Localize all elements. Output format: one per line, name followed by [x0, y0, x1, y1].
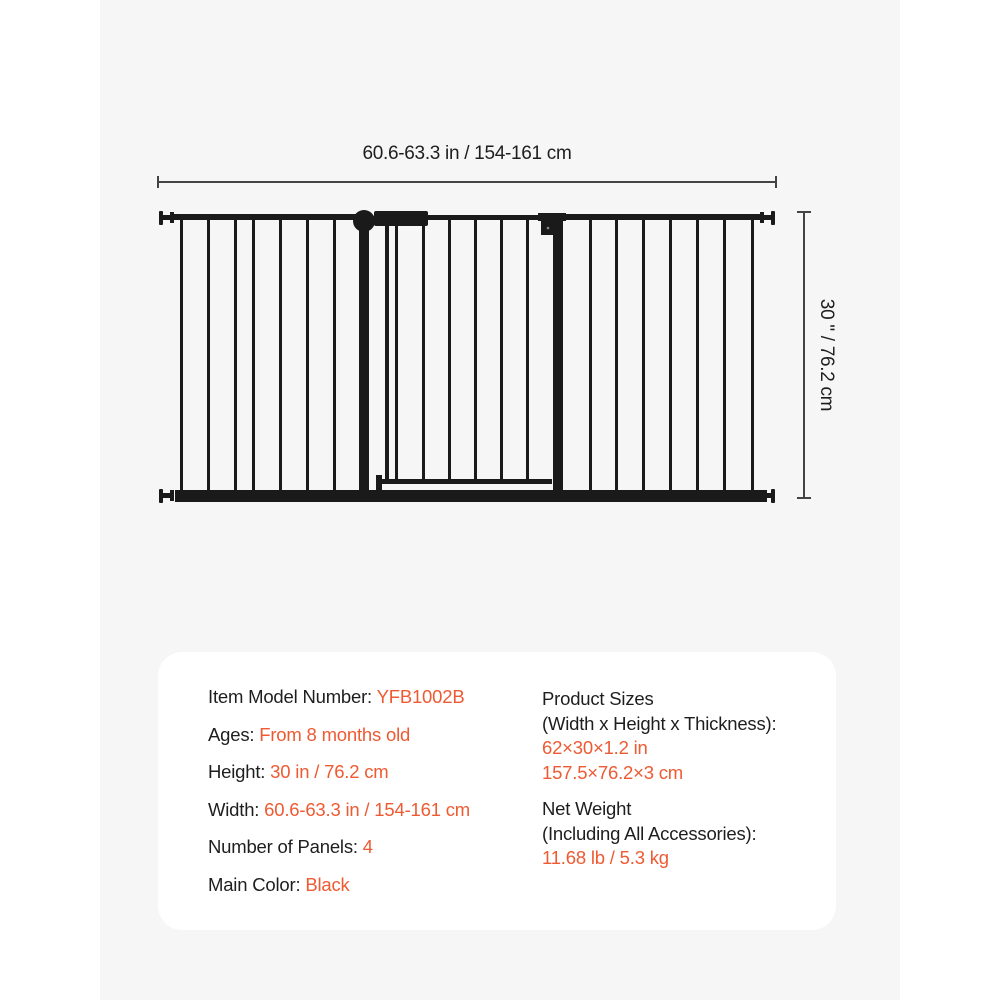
spec-subtitle: (Width x Height x Thickness):: [542, 712, 777, 734]
spec-label: Item Model Number:: [208, 686, 377, 707]
spec-list-right: Product Sizes (Width x Height x Thicknes…: [542, 687, 777, 883]
spec-title: Net Weight: [542, 798, 632, 819]
pressure-knob-icon: [771, 489, 775, 503]
spec-value-metric: 157.5×76.2×3 cm: [542, 761, 683, 783]
width-dimension-line: [158, 181, 776, 183]
width-dimension-cap-right: [775, 176, 777, 188]
spec-value-imperial: 62×30×1.2 in: [542, 737, 648, 758]
bottom-rail: [175, 490, 767, 502]
spec-ages: Ages: From 8 months old: [208, 722, 470, 760]
width-dimension-label: 60.6-63.3 in / 154-161 cm: [362, 143, 572, 164]
spec-value: 4: [362, 836, 373, 857]
spec-model-number: Item Model Number: YFB1002B: [208, 684, 470, 722]
spec-label: Width:: [208, 798, 265, 820]
height-dimension-cap-top: [797, 211, 811, 213]
door-latch: [374, 211, 428, 226]
spec-label: Height:: [208, 761, 271, 782]
spec-value: 11.68 lb / 5.3 kg: [542, 847, 669, 868]
spec-value: YFB1002B: [376, 686, 465, 707]
height-dimension-cap-bottom: [797, 497, 811, 499]
spec-value: From 8 months old: [259, 723, 411, 745]
spec-list-left: Item Model Number: YFB1002B Ages: From 8…: [208, 684, 470, 909]
left-panel-top-rail: [170, 214, 360, 220]
hinge-icon: [353, 210, 375, 232]
width-dimension-cap-left: [157, 176, 159, 188]
right-panel-top-rail: [562, 214, 762, 220]
spec-title: Product Sizes: [542, 688, 654, 709]
pressure-knob-icon: [159, 211, 163, 225]
latch-post: [553, 218, 563, 492]
spec-color: Main Color: Black: [208, 872, 470, 910]
spec-value: Black: [305, 873, 350, 895]
spec-panels: Number of Panels: 4: [208, 834, 470, 872]
spec-height: Height: 30 in / 76.2 cm: [208, 759, 470, 797]
spec-value: 30 in / 76.2 cm: [270, 761, 389, 782]
latch-catch: [541, 213, 553, 235]
pressure-knob-icon: [771, 211, 775, 225]
hinge-post: [359, 218, 369, 492]
height-dimension-line: [803, 212, 805, 499]
spec-subtitle: (Including All Accessories):: [542, 822, 757, 844]
door-bottom-rail: [376, 479, 552, 484]
spec-card: [158, 652, 836, 930]
spec-width: Width: 60.6-63.3 in / 154-161 cm: [208, 797, 470, 835]
spec-label: Number of Panels:: [208, 836, 363, 857]
pressure-knob-icon: [159, 489, 163, 503]
spec-label: Main Color:: [208, 873, 306, 895]
spec-value: 60.6-63.3 in / 154-161 cm: [264, 798, 470, 820]
spec-net-weight: Net Weight (Including All Accessories): …: [542, 797, 776, 871]
spec-label: Ages:: [208, 723, 260, 745]
spec-product-sizes: Product Sizes (Width x Height x Thicknes…: [542, 687, 777, 785]
